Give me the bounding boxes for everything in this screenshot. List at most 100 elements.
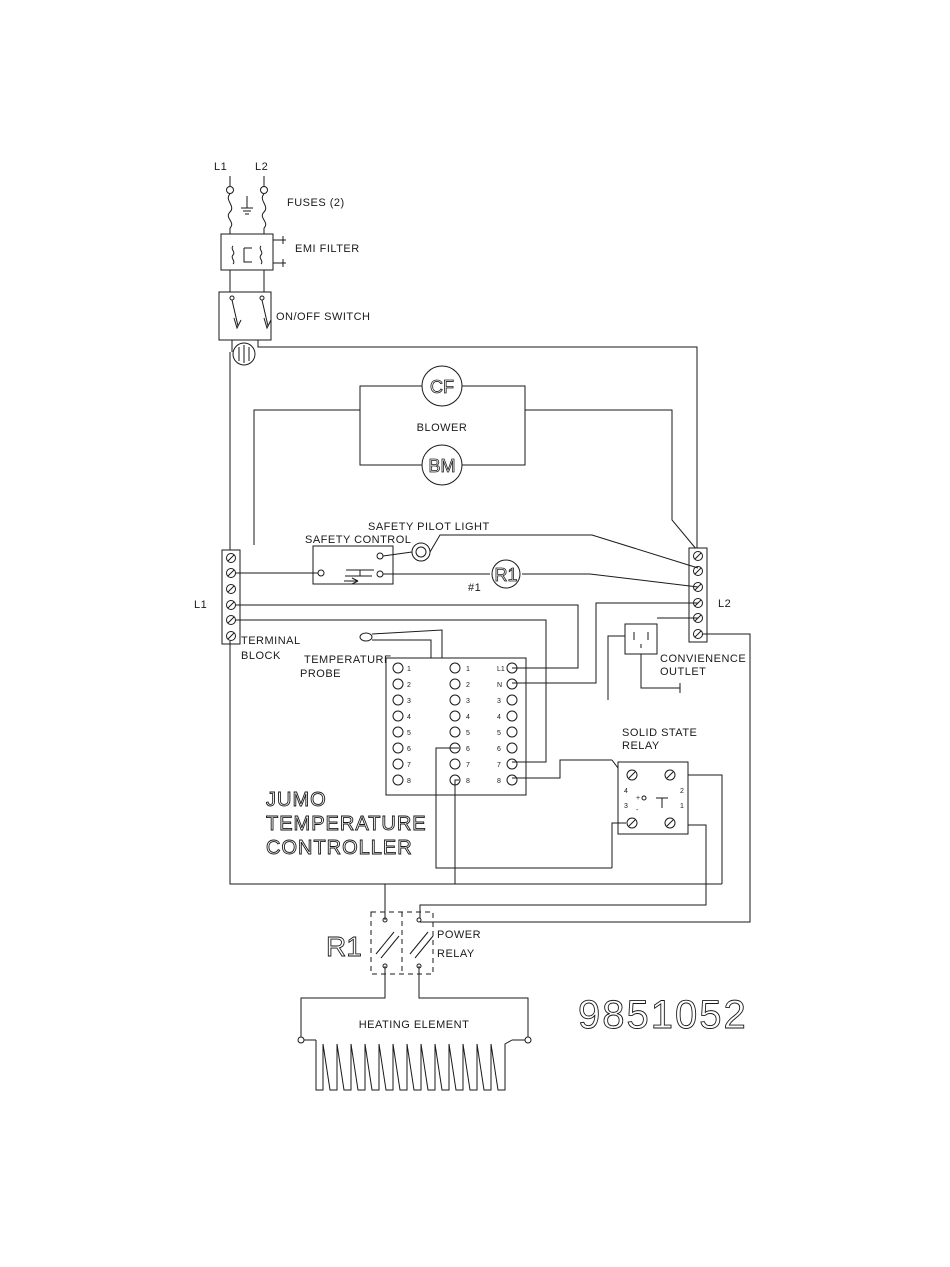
ground-symbol: [241, 196, 253, 214]
controller-right-terminal-label: 4: [497, 714, 501, 721]
bm-label: BM: [429, 456, 456, 476]
probe-icon: [360, 633, 372, 641]
blower-label: BLOWER: [417, 422, 468, 434]
l1-block-label: L1: [194, 599, 207, 611]
controller-right-terminal-label: 8: [497, 778, 501, 785]
controller-right-terminal: [507, 695, 517, 705]
controller-left-terminal: [393, 759, 403, 769]
safety-section: SAFETY CONTROL SAFETY PILOT LIGHT R1 #1: [236, 521, 698, 594]
controller-mid-terminal-label: 2: [466, 682, 470, 689]
l2-block-label: L2: [718, 598, 731, 610]
controller-left-terminal-label: 6: [407, 746, 411, 753]
l1-supply-terminal: [227, 187, 234, 194]
controller-right-terminal-label: L1: [497, 666, 505, 673]
safety-pilot-light-label: SAFETY PILOT LIGHT: [368, 521, 490, 533]
controller-right-terminal: [507, 759, 517, 769]
controller-left-terminal: [393, 743, 403, 753]
controller-mid-terminal-label: 8: [466, 778, 470, 785]
temperature-controller-label: TEMPERATURE: [266, 813, 427, 835]
controller-left-terminal: [393, 775, 403, 785]
terminal-label: TERMINAL: [241, 635, 301, 647]
on-off-switch-label: ON/OFF SWITCH: [276, 311, 371, 323]
controller-right-terminal: [507, 743, 517, 753]
controller-left-terminal-label: 4: [407, 714, 411, 721]
r1-coil-label: R1: [494, 565, 517, 585]
l2-supply-terminal: [261, 187, 268, 194]
controller-left-terminal-label: 8: [407, 778, 411, 785]
controller-mid-terminal-label: 5: [466, 730, 470, 737]
solid-state-label: SOLID STATE: [622, 727, 697, 739]
probe-label: PROBE: [300, 668, 341, 680]
controller-mid-terminal-label: 3: [466, 698, 470, 705]
jumo-label: JUMO: [266, 789, 327, 811]
outlet-box: [625, 624, 657, 654]
emi-filter-label: EMI FILTER: [295, 243, 360, 255]
supply-leads: [230, 176, 264, 186]
terminal-block-l1: L1 TERMINAL BLOCK: [194, 550, 301, 662]
controller-right-terminal: [507, 727, 517, 737]
power-relay: R1 POWER RELAY: [301, 884, 528, 1038]
convenience-label: CONVIENENCE: [660, 653, 746, 665]
controller-left-terminal: [393, 663, 403, 673]
safety-control-label: SAFETY CONTROL: [305, 534, 411, 546]
r1-number-label: #1: [468, 582, 481, 594]
controller-mid-terminal: [450, 759, 460, 769]
controller-right-terminal-label: 7: [497, 762, 501, 769]
power-relay-label: RELAY: [437, 948, 475, 960]
fuse-right: [262, 194, 265, 228]
controller-left-terminal: [393, 727, 403, 737]
controller-right-terminal: [507, 775, 517, 785]
controller-left-terminal-label: 1: [407, 666, 411, 673]
terminal-block-l2: L2: [689, 548, 731, 642]
l1-top-label: L1: [214, 161, 227, 173]
controller-left-terminal-label: 5: [407, 730, 411, 737]
heating-element-label: HEATING ELEMENT: [359, 1019, 470, 1031]
controller-mid-terminal: [450, 663, 460, 673]
ssr-term-1: 1: [680, 803, 684, 810]
outlet-label: OUTLET: [660, 666, 706, 678]
power-relay-r1-label: R1: [326, 931, 362, 962]
fuse-left: [228, 194, 231, 228]
controller-label: CONTROLLER: [266, 837, 413, 859]
controller-mid-terminal-label: 7: [466, 762, 470, 769]
ssr-term-4: 4: [624, 788, 628, 795]
cf-label: CF: [430, 377, 454, 397]
ssr-term-3: 3: [624, 803, 628, 810]
emi-filter-box: [221, 234, 273, 270]
controller-left-terminal: [393, 679, 403, 689]
convenience-outlet: CONVIENENCE OUTLET: [608, 618, 746, 700]
controller-left-terminal-label: 3: [407, 698, 411, 705]
heating-element-coil: [316, 1040, 512, 1090]
power-label: POWER: [437, 929, 481, 941]
controller-right-terminal: [507, 711, 517, 721]
controller-mid-terminal-label: 1: [466, 666, 470, 673]
controller-left-terminal-label: 2: [407, 682, 411, 689]
controller-right-terminal-label: 3: [497, 698, 501, 705]
controller-left-terminal-label: 7: [407, 762, 411, 769]
l2-top-label: L2: [255, 161, 268, 173]
controller-mid-terminal-label: 6: [466, 746, 470, 753]
controller-left-terminal: [393, 695, 403, 705]
block-label: BLOCK: [241, 650, 281, 662]
controller-right-terminal-label: 6: [497, 746, 501, 753]
drawing-number: 9851052: [578, 993, 748, 1037]
controller-mid-terminal: [450, 727, 460, 737]
emi-filter: EMI FILTER: [221, 228, 360, 292]
temperature-probe-label: TEMPERATURE: [304, 654, 392, 666]
controller-mid-terminal-label: 4: [466, 714, 470, 721]
controller-left-terminal: [393, 711, 403, 721]
on-off-switch: ON/OFF SWITCH: [219, 292, 697, 380]
ssr-term-2: 2: [680, 788, 684, 795]
supply-section: L1 L2 FUSES (2): [214, 161, 345, 228]
safety-pilot-light-icon: [412, 543, 430, 561]
controller-mid-terminal: [450, 711, 460, 721]
relay-label: RELAY: [622, 740, 660, 752]
controller-right-terminal-label: 5: [497, 730, 501, 737]
heating-element: HEATING ELEMENT: [298, 1019, 531, 1090]
fuses-label: FUSES (2): [287, 197, 345, 209]
ssr-term-plus: +: [636, 795, 640, 802]
controller-box: [386, 658, 526, 795]
controller-right-terminal: [507, 679, 517, 689]
